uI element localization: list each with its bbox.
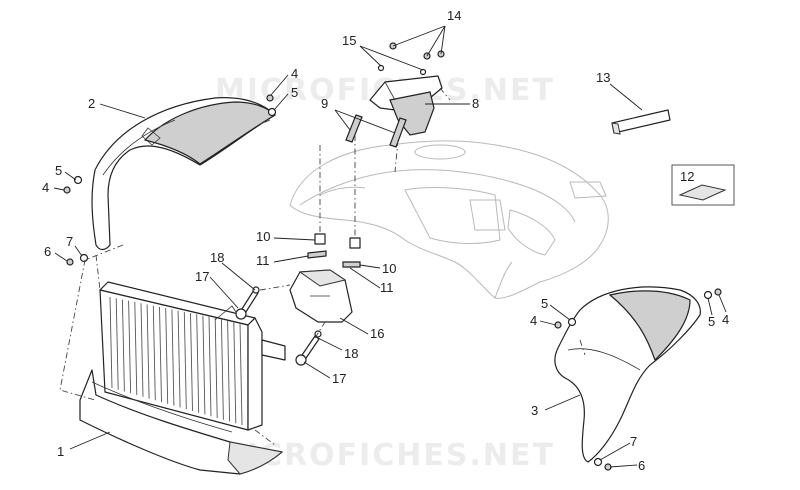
callout-3: 3: [531, 403, 538, 418]
callout-numbers: 14 15 13 12 9 8 4 5 2 5 4 7 6 10 11 10 1…: [42, 8, 729, 473]
radiator-fin: [202, 315, 206, 415]
radiator-fin: [152, 305, 156, 401]
callout-7-bottom: 7: [630, 434, 637, 449]
part-1-lower-spoiler[interactable]: [79, 369, 284, 475]
callout-15: 15: [342, 33, 356, 48]
fuel-tank-ghost: [289, 140, 609, 299]
radiator-fin: [233, 321, 237, 424]
callout-11-left: 11: [256, 253, 270, 268]
callout-4-far-right: 4: [722, 312, 729, 327]
part-8-upper-bracket[interactable]: [369, 75, 443, 136]
callout-16: 16: [370, 326, 384, 341]
callout-13: 13: [596, 70, 610, 85]
callout-7-left: 7: [66, 234, 73, 249]
radiator-fin: [159, 306, 162, 403]
radiator-fin: [177, 310, 181, 408]
callout-17-top: 17: [195, 269, 209, 284]
leader-lines: [53, 25, 727, 468]
callout-5-left: 5: [55, 163, 62, 178]
part-13-foam-strip[interactable]: [611, 109, 671, 135]
radiator-fin: [220, 319, 224, 420]
radiator-fin: [171, 309, 175, 406]
callout-10-left: 10: [256, 229, 270, 244]
radiator-fin: [115, 298, 119, 390]
callout-12: 12: [680, 169, 694, 184]
assembly-lines: [59, 87, 586, 446]
callout-8: 8: [472, 96, 479, 111]
radiator-fin: [109, 296, 113, 389]
radiator-fin: [239, 322, 243, 426]
radiator-fin: [196, 314, 200, 413]
callout-6-bottom: 6: [638, 458, 645, 473]
radiator-fin: [190, 313, 193, 411]
radiator: [99, 281, 286, 431]
callout-4-top: 4: [291, 66, 298, 81]
callout-14: 14: [447, 8, 461, 23]
radiator-fin: [128, 300, 132, 394]
callout-5-top: 5: [291, 85, 298, 100]
radiator-fin: [121, 299, 125, 392]
callout-18-bottom: 18: [344, 346, 358, 361]
callout-5-right: 5: [541, 296, 548, 311]
part-16-center-bracket[interactable]: [289, 269, 353, 323]
part-9-rubber-strips[interactable]: [345, 114, 407, 148]
part-3-right-side-panel[interactable]: [554, 286, 701, 463]
callout-9: 9: [321, 96, 328, 111]
part-10-11-clips[interactable]: [307, 233, 361, 268]
radiator-fin: [208, 316, 212, 417]
callout-6-left: 6: [44, 244, 51, 259]
callout-11-right: 11: [380, 280, 394, 295]
radiator-fin: [146, 304, 150, 399]
radiator-fin: [165, 308, 169, 404]
part-12-foam-pad-box[interactable]: [671, 164, 735, 206]
radiator-fin: [214, 317, 218, 419]
radiator-fin: [227, 320, 231, 422]
callout-4-left: 4: [42, 180, 49, 195]
radiator-fin: [183, 311, 187, 410]
callout-18-top: 18: [210, 250, 224, 265]
callout-4-right: 4: [530, 313, 537, 328]
callout-5-far-right: 5: [708, 314, 715, 329]
callout-1: 1: [57, 444, 64, 459]
callout-10-right: 10: [382, 261, 396, 276]
part-17-18-bolts[interactable]: [235, 286, 322, 366]
radiator-fins: [109, 296, 243, 426]
part-2-left-upper-panel[interactable]: [91, 97, 276, 251]
callout-2: 2: [88, 96, 95, 111]
radiator-fin: [140, 303, 144, 397]
callout-17-bottom: 17: [332, 371, 346, 386]
radiator-fin: [134, 301, 138, 396]
